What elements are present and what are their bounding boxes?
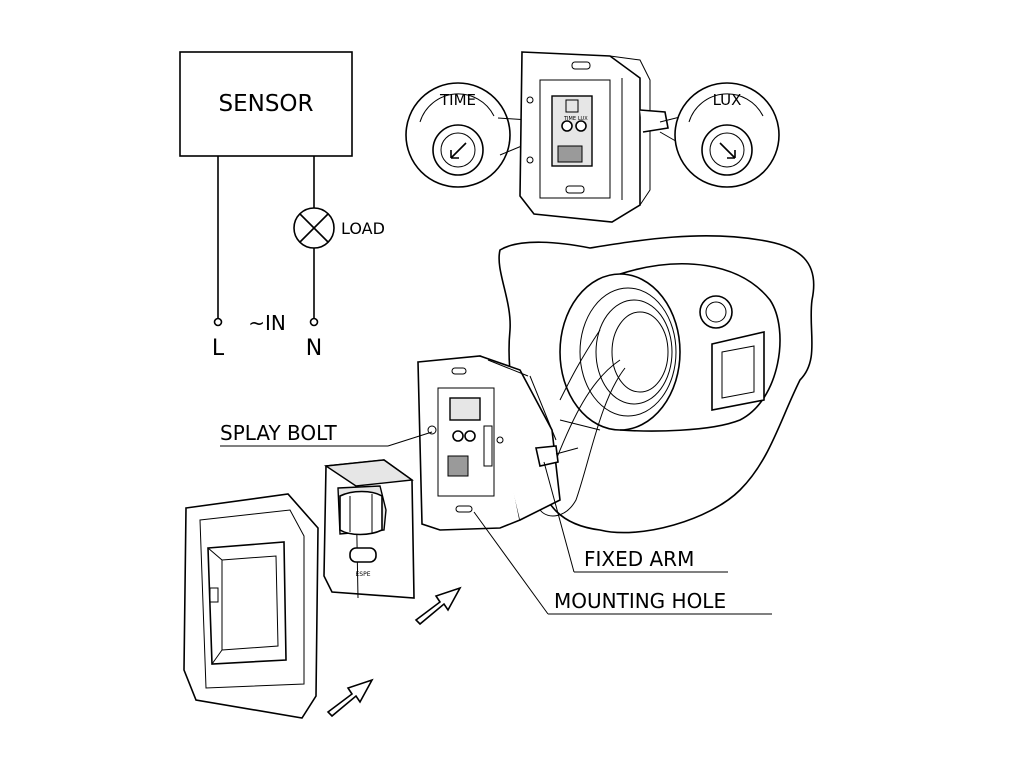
wire-1 [555, 359, 621, 461]
wire-2 [539, 367, 626, 517]
time-knob-arrow-icon [450, 142, 467, 159]
sensor-label: SENSOR [218, 91, 313, 117]
load-lamp-symbol [293, 207, 335, 249]
time-knob-label: TIME [439, 91, 476, 109]
wire-3 [559, 329, 601, 401]
lens-marking: ESPE [355, 571, 370, 578]
sensor-front-module: ESPE [323, 459, 415, 599]
pir-lens [339, 490, 383, 536]
lux-knob-arrow-icon [719, 142, 736, 159]
mounting-hole-label: MOUNTING HOLE [554, 589, 726, 613]
callout-fixed-arm: FIXED ARM [543, 461, 728, 573]
wiring-schematic: SENSOR LOAD L N ~IN [179, 51, 385, 361]
assembly-arrow-icon [326, 678, 374, 718]
sensor-box [179, 51, 353, 157]
sensor-window [349, 547, 377, 563]
terminal-time-label: TIME [563, 116, 576, 122]
cover-frame [183, 493, 319, 719]
line-label: L [212, 336, 225, 361]
neutral-terminal [309, 317, 319, 327]
exploded-mechanism [417, 355, 579, 531]
terminal-lux-label: LUX [578, 116, 588, 122]
time-knob: TIME [405, 82, 511, 188]
splay-bolt-label: SPLAY BOLT [220, 421, 338, 445]
supply-label: ~IN [248, 311, 286, 335]
lux-knob-label: LUX [713, 91, 742, 109]
callout-splay-bolt: SPLAY BOLT [220, 421, 433, 447]
top-mechanism-view: TIME TIME LUX [405, 51, 780, 223]
line-terminal [213, 317, 223, 327]
load-label: LOAD [341, 219, 385, 238]
top-mechanism-plate: TIME LUX [519, 51, 669, 223]
callout-mounting-hole: MOUNTING HOLE [473, 511, 772, 615]
assembly-arrow-icon-2 [414, 586, 462, 626]
fixed-arm-label: FIXED ARM [584, 547, 694, 571]
wall-section [498, 235, 815, 534]
lux-knob: LUX [674, 82, 780, 188]
neutral-label: N [306, 336, 322, 361]
